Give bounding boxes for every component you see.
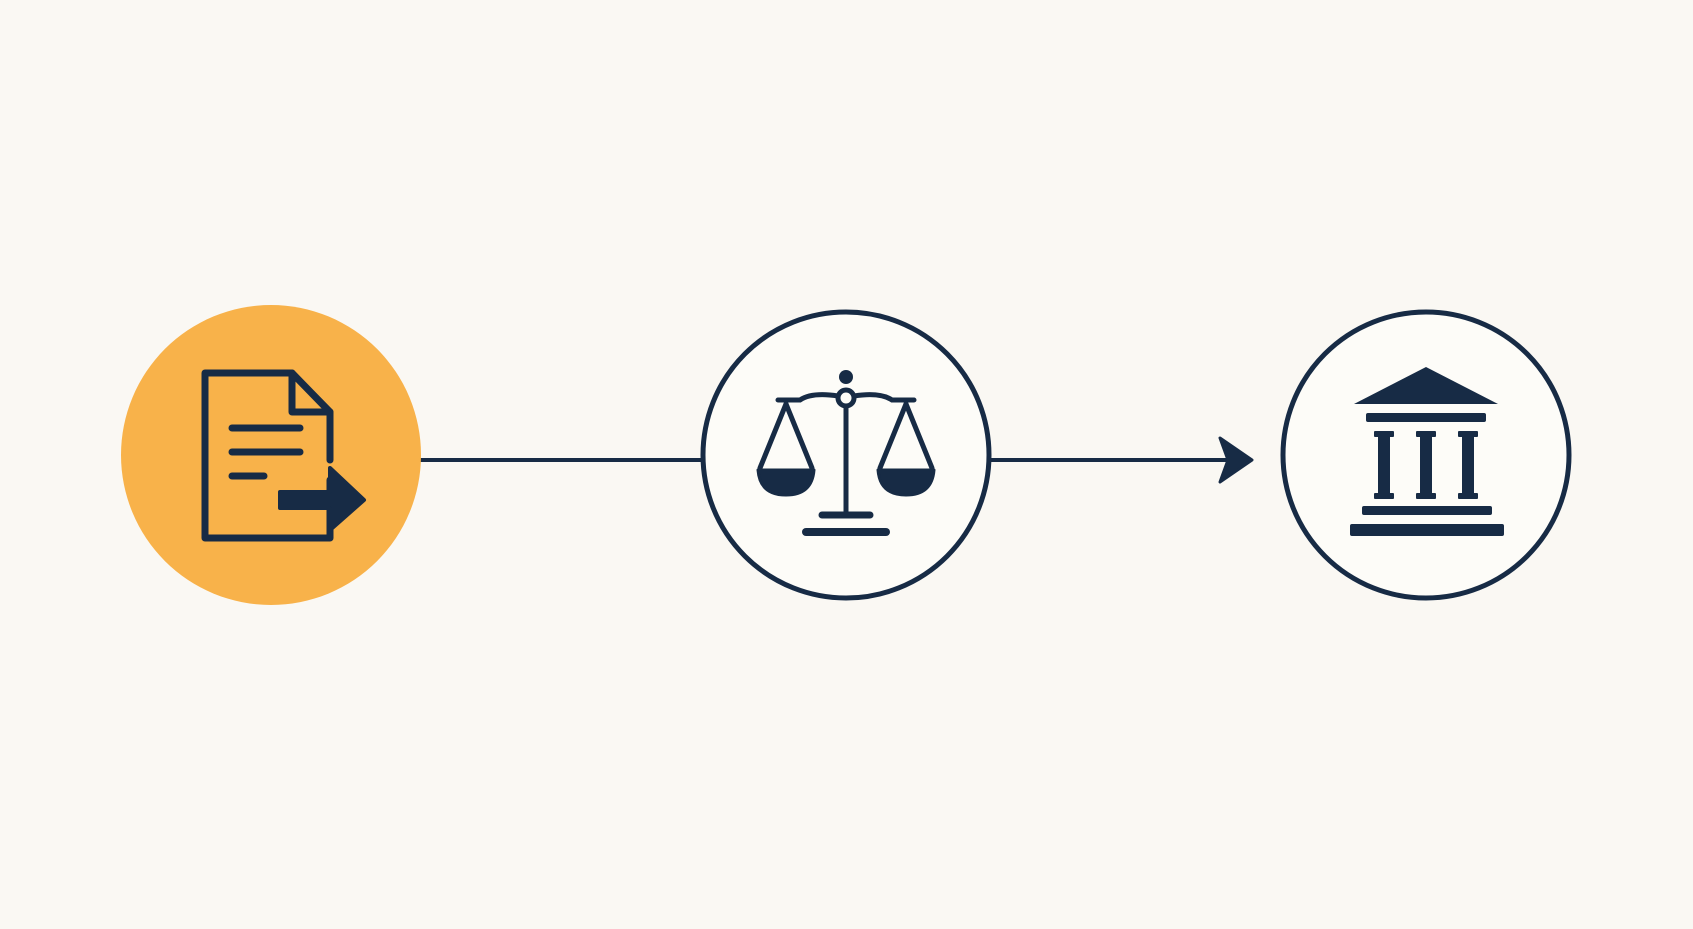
- connector-arrow-2: [988, 436, 1254, 484]
- step-node-document: [121, 305, 421, 605]
- courthouse-icon: [1350, 367, 1504, 536]
- arrowhead-icon: [1218, 436, 1254, 484]
- scales-of-justice-icon: [756, 370, 936, 536]
- document-export-icon: [201, 369, 366, 542]
- step-node-scales: [700, 309, 992, 601]
- step-node-courthouse: [1280, 309, 1572, 601]
